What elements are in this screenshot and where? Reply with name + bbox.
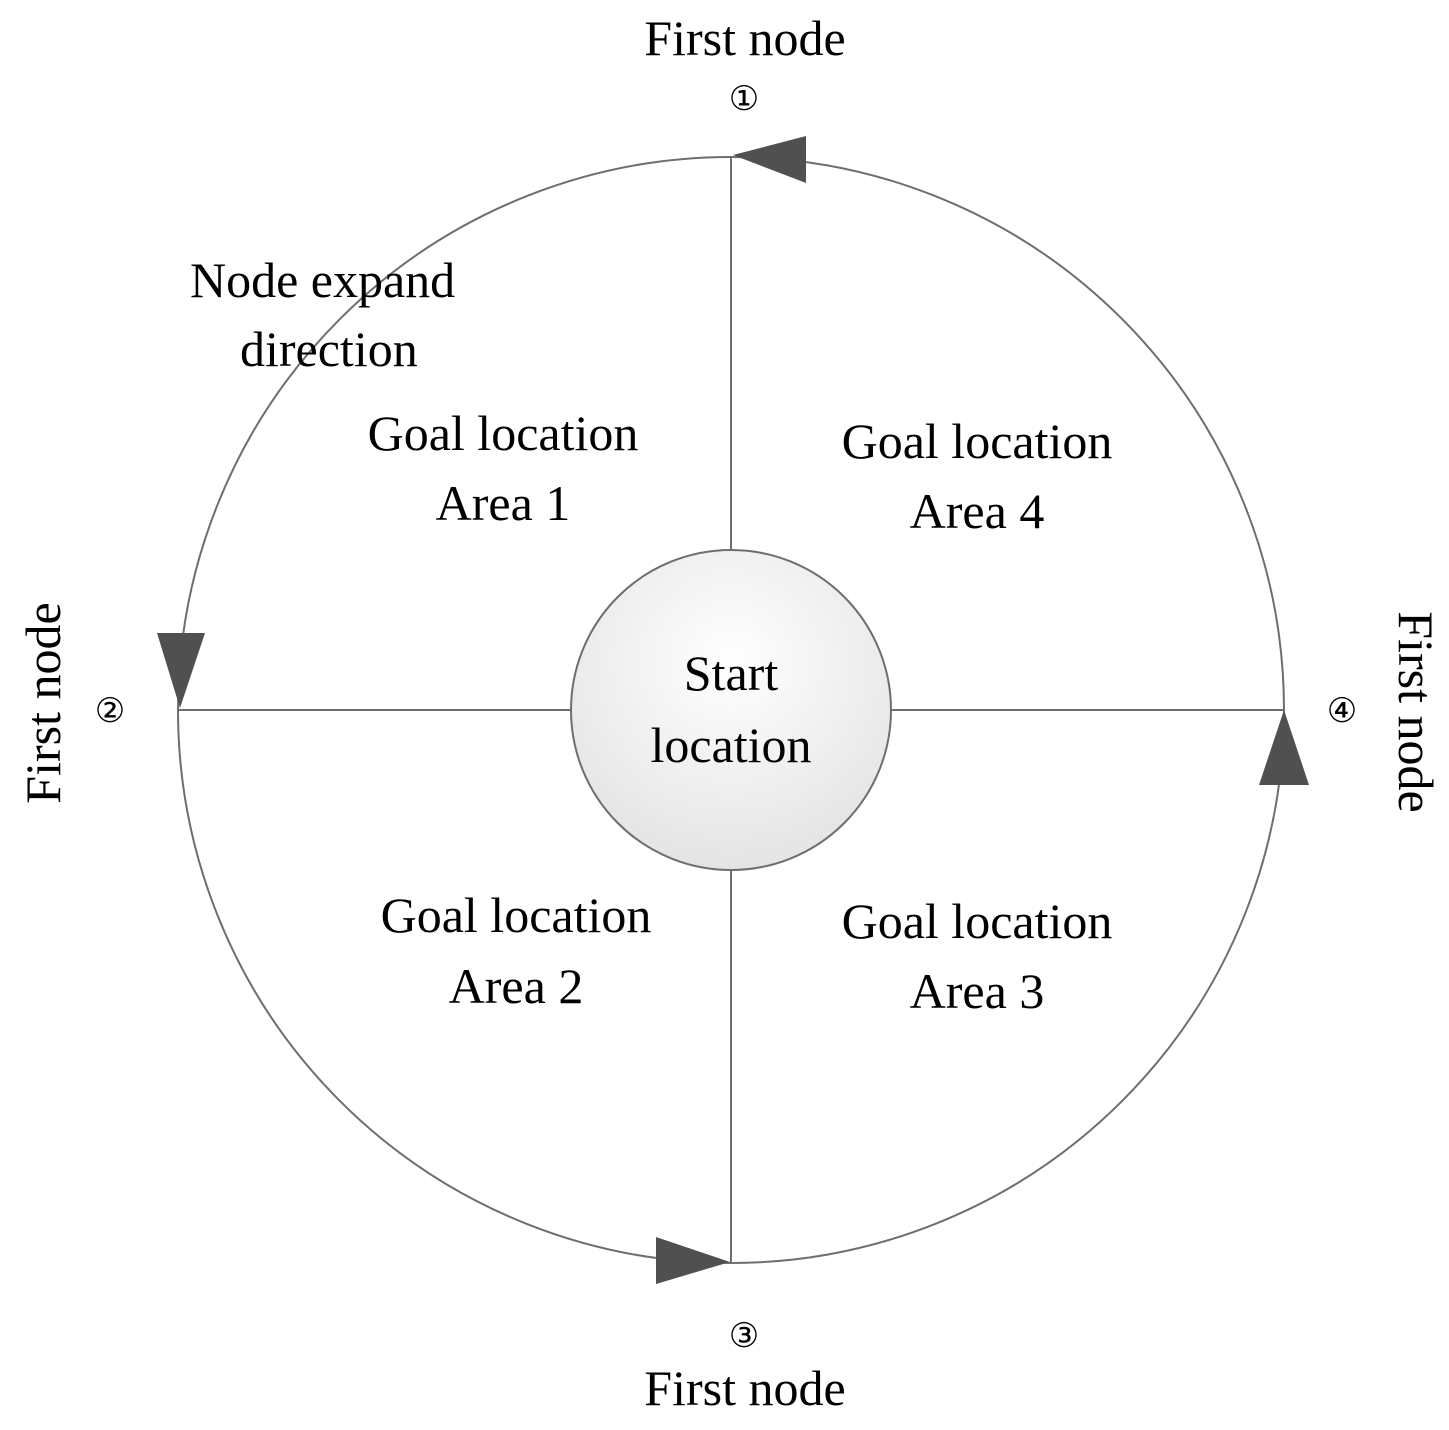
first-node-3-marker: ③ <box>729 1316 759 1356</box>
first-node-2-label: First node <box>15 602 71 803</box>
area-2-label-line2: Area 2 <box>449 958 584 1014</box>
area-3-label-line1: Goal location <box>842 893 1113 949</box>
first-node-3-label: First node <box>644 1360 845 1416</box>
area-3-label-line2: Area 3 <box>910 963 1045 1019</box>
direction-arrow-right <box>1259 710 1309 785</box>
area-1-label-line1: Goal location <box>368 405 639 461</box>
direction-note-line1: Node expand <box>190 252 455 308</box>
start-node-label-line1: Start <box>684 645 779 701</box>
first-node-1-marker: ① <box>729 79 759 119</box>
first-node-4-marker: ④ <box>1327 691 1357 731</box>
area-4-label-line2: Area 4 <box>910 483 1045 539</box>
first-node-2-marker: ② <box>95 691 125 731</box>
first-node-4-label: First node <box>1388 611 1444 812</box>
direction-arrow-bottom <box>656 1237 730 1284</box>
direction-arrow-top <box>733 136 806 183</box>
area-1-label-line2: Area 1 <box>436 475 571 531</box>
area-2-label-line1: Goal location <box>381 887 652 943</box>
start-node <box>570 549 892 871</box>
area-4-label-line1: Goal location <box>842 413 1113 469</box>
first-node-1-label: First node <box>644 10 845 66</box>
direction-note-line2: direction <box>240 321 418 377</box>
direction-arrow-left <box>157 633 205 708</box>
start-node-label-line2: location <box>650 717 811 773</box>
